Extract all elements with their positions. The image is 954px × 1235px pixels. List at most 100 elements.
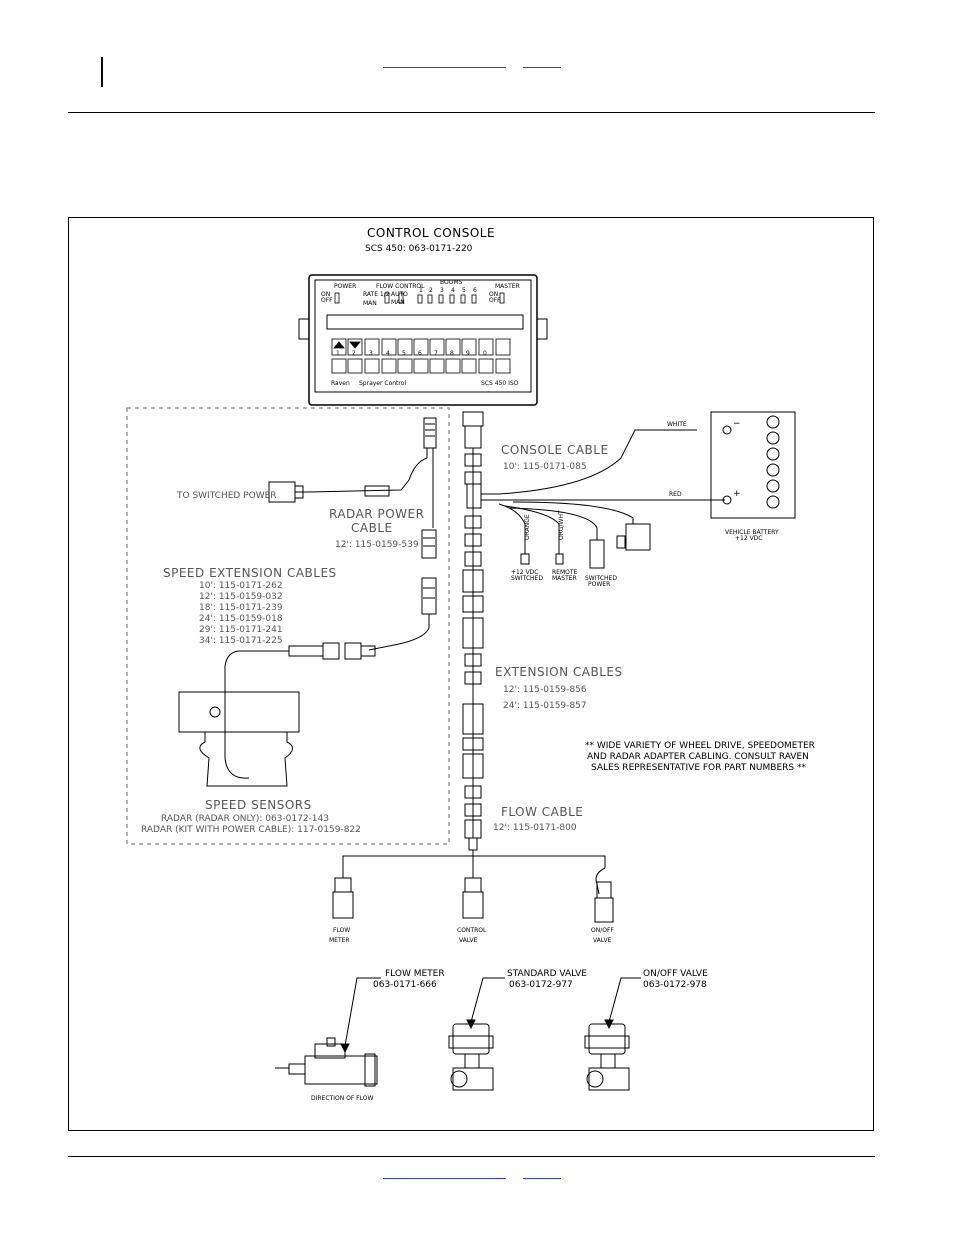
onoff-valve-conn-label-1: ON/OFF (591, 927, 614, 934)
onoff-valve-part: 063-0172-978 (643, 980, 707, 990)
power-off-label: OFF (321, 297, 333, 304)
vehicle-battery-label-2: +12 VDC (735, 535, 762, 542)
svg-text:18': 115-0171-239: 18': 115-0171-239 (199, 603, 283, 613)
flow-cable-part: 12': 115-0171-800 (493, 823, 577, 833)
speed-sensor-area (126, 407, 450, 845)
master-on-label: ON (489, 291, 498, 298)
note-line-1: ** WIDE VARIETY OF WHEEL DRIVE, SPEEDOME… (585, 741, 815, 751)
booms-label: BOOMS (440, 279, 463, 286)
extension-cables-label: EXTENSION CABLES (495, 665, 623, 679)
rate-label: RATE 1/2 (363, 291, 390, 298)
svg-text:10': 115-0171-262: 10': 115-0171-262 (199, 581, 283, 591)
speed-extension-title: SPEED EXTENSION CABLES (163, 566, 337, 580)
change-bar (101, 57, 103, 87)
svg-text:5: 5 (402, 350, 406, 357)
wiring-diagram: CONTROL CONSOLE SCS 450: 063-0171-220 PO… (68, 217, 874, 1131)
speed-extension-parts: 10': 115-0171-262 12': 115-0159-032 18':… (199, 581, 283, 646)
svg-text:6: 6 (473, 287, 477, 294)
console-cable-label: CONSOLE CABLE (501, 443, 609, 457)
onoff-valve-conn-label-2: VALVE (593, 937, 612, 944)
flow-meter-device (275, 1037, 378, 1087)
wiring-diagram-svg: CONTROL CONSOLE SCS 450: 063-0171-220 PO… (126, 226, 815, 1102)
master-label: MASTER (495, 283, 520, 290)
standard-valve-label: STANDARD VALVE (507, 969, 587, 979)
speed-sensor-part-2: RADAR (KIT WITH POWER CABLE): 117-0159-8… (141, 825, 361, 835)
svg-text:4: 4 (386, 350, 390, 357)
note-line-3: SALES REPRESENTATIVE FOR PART NUMBERS ** (591, 763, 806, 773)
to-switched-power-label: TO SWITCHED POWER (176, 491, 277, 501)
svg-text:6: 6 (418, 350, 422, 357)
svg-text:1: 1 (419, 287, 423, 294)
org-wht-wire-label: ORG/WHT (558, 510, 565, 540)
control-valve-conn-label-1: CONTROL (457, 927, 487, 934)
flow-meter-conn-label-1: FLOW (333, 927, 350, 934)
svg-text:29': 115-0171-241: 29': 115-0171-241 (199, 625, 283, 635)
console-cable-part: 10': 115-0171-085 (503, 462, 587, 472)
svg-text:7: 7 (434, 350, 438, 357)
svg-text:2: 2 (429, 287, 433, 294)
flow-cable-branches (332, 850, 614, 923)
rate-man-label: MAN (363, 300, 377, 307)
standard-valve-part: 063-0172-977 (509, 980, 573, 990)
note-line-2: AND RADAR ADAPTER CABLING. CONSULT RAVEN (587, 752, 809, 762)
flow-meter-part: 063-0171-666 (373, 980, 437, 990)
console-brand: Raven (331, 380, 350, 387)
battery-leads (481, 429, 725, 569)
console-model: SCS 450 ISO (481, 380, 519, 387)
power-on-label: ON (321, 291, 330, 298)
speed-sensors-title: SPEED SENSORS (205, 798, 312, 812)
control-valve-conn-label-2: VALVE (459, 937, 478, 944)
flow-meter-label: FLOW METER (385, 969, 445, 979)
power-switch-label: POWER (334, 283, 356, 290)
onoff-valve-label: ON/OFF VALVE (643, 969, 708, 979)
footer-link-2[interactable] (523, 1178, 561, 1179)
plus12-switched-label-1: +12 VDC (511, 569, 538, 576)
svg-text:9: 9 (466, 350, 470, 357)
battery-minus-terminal: − (733, 419, 741, 429)
flow-control-label: FLOW CONTROL (376, 283, 425, 290)
key-numbers: 1 2 3 4 5 6 7 8 9 0 (336, 350, 487, 357)
plus12-switched-label-2: SWITCHED (511, 575, 543, 582)
vehicle-battery-label-1: VEHICLE BATTERY (725, 529, 779, 536)
control-console (298, 274, 548, 406)
speed-extension-cable (224, 642, 376, 779)
onoff-valve-device (584, 1023, 630, 1091)
speed-sensor-part-1: RADAR (RADAR ONLY): 063-0172-143 (161, 814, 329, 824)
standard-valve-device (448, 1023, 494, 1091)
radar-speed-sensor (178, 691, 300, 787)
svg-text:24': 115-0159-018: 24': 115-0159-018 (199, 614, 283, 624)
radar-power-cable-label-2: CABLE (351, 521, 393, 535)
remote-master-label-1: REMOTE (552, 569, 578, 576)
svg-text:1: 1 (336, 350, 340, 357)
svg-text:0: 0 (483, 350, 487, 357)
svg-text:2: 2 (352, 350, 356, 357)
header-link-1[interactable] (383, 67, 506, 68)
red-wire-label: RED (669, 491, 682, 498)
flow-meter-conn-label-2: METER (329, 937, 350, 944)
svg-text:34': 115-0171-225: 34': 115-0171-225 (199, 636, 283, 646)
extension-part-12: 12': 115-0159-856 (503, 685, 587, 695)
vehicle-battery (710, 411, 796, 519)
console-keypad (331, 338, 511, 374)
svg-text:3: 3 (440, 287, 444, 294)
toggle-switches (334, 292, 505, 304)
orange-wire-label: ORANGE (524, 514, 531, 540)
remote-master-label-2: MASTER (552, 575, 577, 582)
auto-man-label: MAN (391, 299, 405, 306)
main-harness-trunk (462, 411, 484, 851)
svg-text:8: 8 (450, 350, 454, 357)
white-wire-label: WHITE (667, 421, 687, 428)
boom-switches: 1 2 3 4 5 6 (417, 287, 477, 304)
footer-link-1[interactable] (383, 1178, 506, 1179)
header-link-2[interactable] (523, 67, 561, 68)
battery-plus-terminal: + (733, 489, 741, 499)
footer-rule (68, 1156, 875, 1157)
extension-part-24: 24': 115-0159-857 (503, 701, 587, 711)
header-rule (68, 112, 875, 113)
switched-power-label-2: POWER (588, 581, 610, 588)
console-brand-sub: Sprayer Control (359, 380, 406, 387)
svg-text:4: 4 (451, 287, 455, 294)
flow-cable-label: FLOW CABLE (501, 805, 583, 819)
svg-text:5: 5 (462, 287, 466, 294)
switched-power-label-1: SWITCHED (585, 575, 617, 582)
